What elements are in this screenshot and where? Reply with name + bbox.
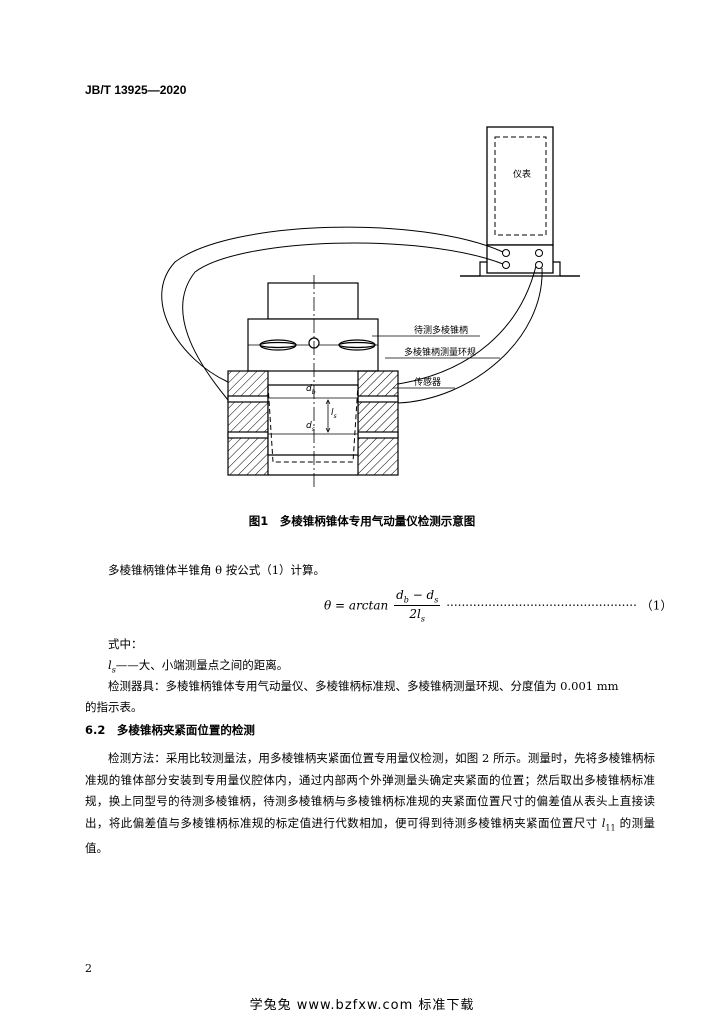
ds-label: ds: [306, 421, 315, 433]
ring-gauge: [227, 370, 399, 476]
meter-box: [460, 126, 580, 277]
formula-denominator: 2ls: [409, 607, 425, 624]
intro-paragraph: 多棱锥柄锥体半锥角 θ 按公式（1）计算。: [108, 563, 326, 577]
leader-lines: [372, 335, 500, 389]
section-body: 检测方法：采用比较测量法，用多棱锥柄夹紧面位置专用量仪检测，如图 2 所示。测量…: [85, 751, 655, 856]
formula-lhs: θ = arctan: [324, 598, 389, 613]
air-hoses: [161, 226, 543, 404]
taper-shank: [247, 282, 379, 372]
where-title: 式中：: [108, 637, 143, 651]
footer-watermark: 学兔兔 www.bzfxw.com 标准下载: [249, 998, 475, 1013]
instruments-line2: 的指示表。: [85, 700, 143, 714]
figure-caption: 图1 多棱锥柄锥体专用气动量仪检测示意图: [248, 514, 476, 528]
instruments-line1: 检测器具：多棱锥柄锥体专用气动量仪、多棱锥柄标准规、多棱锥柄测量环规、分度值为 …: [108, 679, 619, 693]
taper-to-test-label: 待测多棱锥柄: [414, 326, 469, 336]
formula-number: （1）: [640, 598, 673, 613]
page-number: 2: [85, 962, 92, 975]
section-heading: 6.2 多棱锥柄夹紧面位置的检测: [85, 723, 255, 737]
formula-numerator: db − ds: [394, 588, 441, 607]
ls-label: ls: [331, 408, 337, 420]
where-definition: ls——大、小端测量点之间的距离。: [108, 658, 289, 675]
formula-fraction: db − ds 2ls: [394, 588, 441, 624]
meter-label: 仪表: [513, 170, 532, 180]
ring-gauge-label: 多棱锥柄测量环规: [404, 348, 477, 358]
sensor-label: 传感器: [414, 378, 442, 388]
formula-1: θ = arctan db − ds 2ls ·················…: [324, 588, 672, 624]
gauge-figure: [161, 126, 580, 490]
standard-code-header: JB/T 13925—2020: [85, 83, 187, 97]
formula-leader-dots: ········································…: [446, 598, 637, 613]
db-label: db: [306, 384, 316, 396]
dimension-lines: [268, 275, 358, 490]
